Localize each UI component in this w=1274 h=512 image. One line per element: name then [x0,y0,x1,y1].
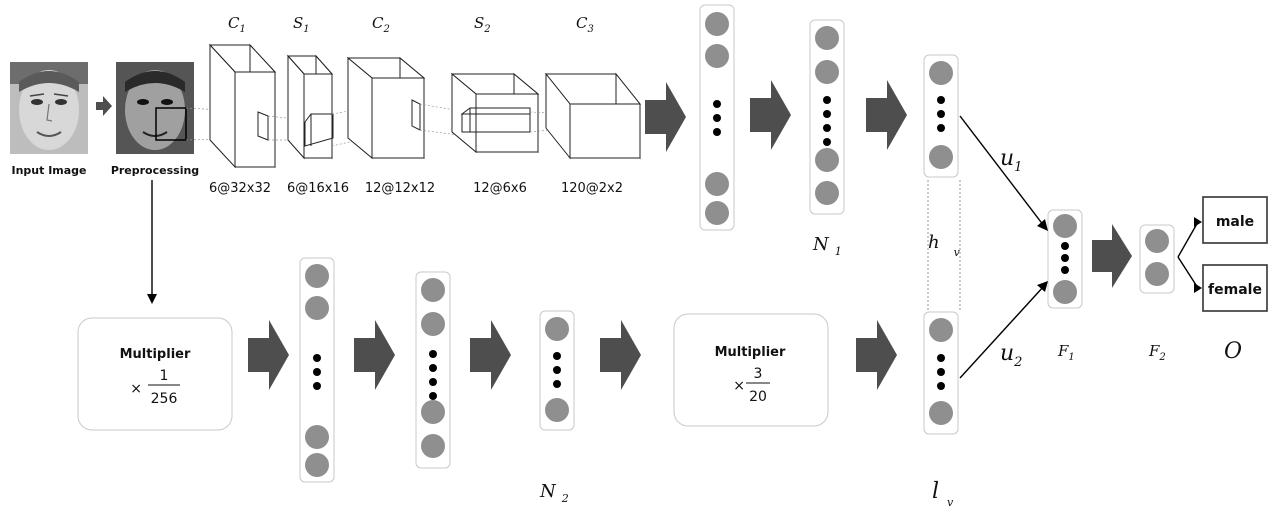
output-female-label: female [1208,282,1262,298]
arrow-icon [1092,224,1132,288]
layer-c2-label: C2 [372,14,390,35]
fc-column-hv-top [923,54,959,178]
label-output-o: O [1224,339,1242,364]
svg-text:N2: N2 [539,481,569,505]
u1-arrowhead-icon [1037,219,1048,231]
cube-c2 [346,56,426,160]
preprocess-arrow-icon [96,96,112,116]
layer-c1-label: C1 [228,14,246,35]
cube-c1 [208,43,277,169]
svg-text:3: 3 [754,366,763,382]
output-column-f2 [1139,224,1175,294]
svg-text:N1: N1 [812,234,842,258]
fc-column-top-1 [699,4,735,231]
layer-s2-dims: 12@6x6 [473,181,527,196]
u2-line [959,285,1045,379]
label-f1: F1 [1057,342,1075,363]
svg-text:×: × [733,378,745,394]
svg-text:u1: u1 [1000,146,1022,175]
svg-text:C2: C2 [372,14,390,35]
svg-text:S2: S2 [474,14,491,35]
multiplier-box-1: Multiplier × 1 256 [77,317,233,431]
fc-column-bottom-1 [299,257,335,483]
block-arrows [248,80,1132,390]
fc-column-lv [923,311,959,435]
arrow-icon [645,82,686,152]
receptive-field-box [155,107,187,141]
svg-text:hv: hv [928,232,961,259]
multiplier-box-2: Multiplier × 3 20 [673,313,829,427]
cube-s2 [450,72,540,154]
layer-s1-dims: 6@16x16 [287,181,349,196]
svg-text:u2: u2 [1000,341,1022,370]
svg-text:1: 1 [160,368,169,384]
layer-c1-dims: 6@32x32 [209,181,271,196]
arrow-icon [354,320,395,390]
arrow-icon [248,320,289,390]
svg-text:Multiplier: Multiplier [715,345,786,360]
output-male-label: male [1216,214,1254,230]
u1-line [959,115,1045,227]
fc-column-bottom-2 [415,271,451,469]
label-u2: u2 [1000,341,1022,370]
svg-text:C3: C3 [576,14,594,35]
svg-text:Multiplier: Multiplier [120,347,191,362]
female-arrowhead-icon [1194,283,1202,293]
layer-s1-label: S1 [293,14,310,35]
down-arrowhead-icon [147,294,157,304]
layer-s2-label: S2 [474,14,491,35]
svg-text:C1: C1 [228,14,246,35]
male-arrowhead-icon [1194,217,1202,227]
fusion-column-f1 [1047,209,1083,309]
svg-text:×: × [130,381,142,397]
preprocessing-label: Preprocessing [111,164,199,177]
arrow-icon [600,320,641,390]
input-image-label: Input Image [11,164,86,177]
fc-column-n1 [809,19,845,215]
female-branch-line [1177,256,1200,289]
preprocessed-face-image [116,62,194,154]
svg-text:S1: S1 [293,14,310,35]
input-face-image [10,62,88,154]
layer-c2-dims: 12@12x12 [365,181,435,196]
layer-c3-dims: 120@2x2 [561,181,623,196]
label-f2: F2 [1148,342,1166,363]
cube-c3 [544,72,642,160]
output-female-box [1202,264,1268,312]
male-branch-line [1177,221,1200,258]
output-male-box [1202,196,1268,244]
svg-text:256: 256 [151,391,178,407]
svg-text:F1: F1 [1057,342,1075,363]
label-u1: u1 [1000,146,1022,175]
arrow-icon [750,80,791,150]
u2-arrowhead-icon [1037,281,1048,292]
svg-text:F2: F2 [1148,342,1166,363]
arrow-icon [856,320,897,390]
arrow-icon [470,320,511,390]
svg-text:lv: lv [932,479,954,509]
svg-text:20: 20 [749,389,767,405]
fc-column-n2 [539,310,575,431]
cube-s1 [286,54,334,160]
arrow-icon [866,80,907,150]
layer-c3-label: C3 [576,14,594,35]
